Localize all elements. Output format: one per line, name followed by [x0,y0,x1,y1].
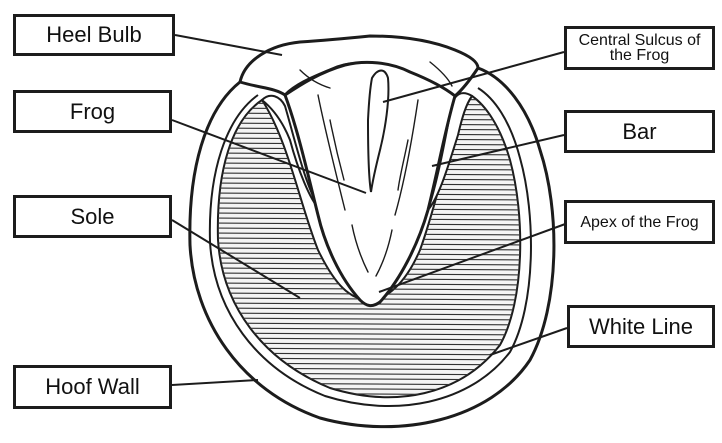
pointer-heel-bulb [175,35,282,55]
label-frog: Frog [13,90,172,133]
label-bar: Bar [564,110,715,153]
label-heel-bulb: Heel Bulb [13,14,175,56]
label-central-sulcus: Central Sulcus of the Frog [564,26,715,70]
label-hoof-wall: Hoof Wall [13,365,172,409]
pointer-hoof-wall [172,380,258,385]
label-apex-of-frog: Apex of the Frog [564,200,715,244]
label-white-line: White Line [567,305,715,348]
label-sole: Sole [13,195,172,238]
